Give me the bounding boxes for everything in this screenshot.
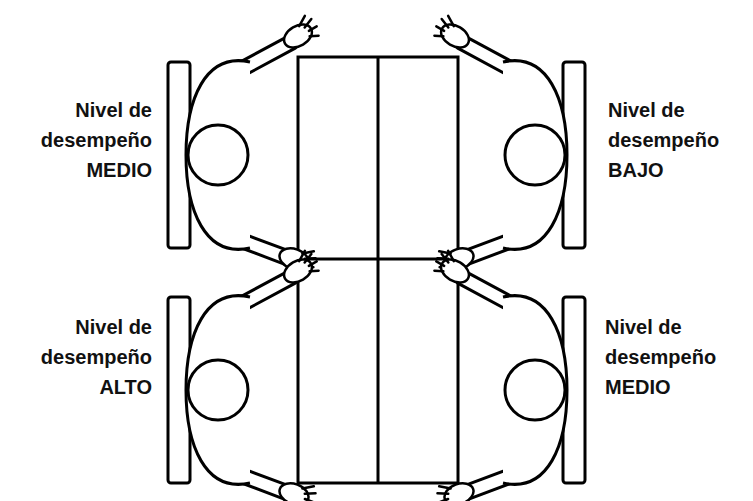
performance-level-label: Nivel de desempeño BAJO xyxy=(608,95,726,185)
student-figure xyxy=(168,248,321,501)
student-figure xyxy=(432,13,585,275)
performance-level-label: Nivel de desempeño ALTO xyxy=(34,312,152,402)
performance-level-label: Nivel de desempeño MEDIO xyxy=(34,95,152,185)
student-figure xyxy=(168,13,321,275)
student-figure xyxy=(432,248,585,501)
performance-level-label: Nivel de desempeño MEDIO xyxy=(605,312,723,402)
